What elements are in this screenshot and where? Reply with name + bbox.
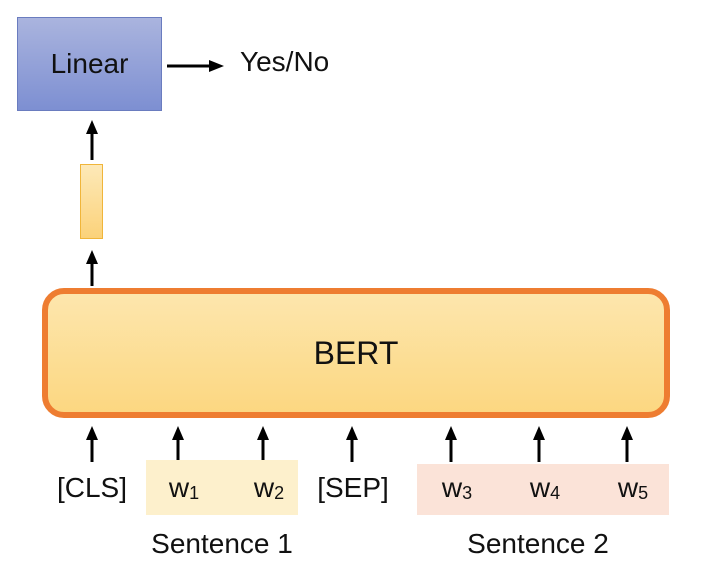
sentence-2-label: Sentence 2 [467,528,609,559]
token-sep: [SEP] [317,472,389,504]
token-cls: [CLS] [57,472,127,504]
token-cls-text: [CLS] [56,472,128,503]
token-w4: w4 [530,472,560,504]
arrow-w5-to-bert [621,426,633,462]
token-sep-text: [SEP] [317,472,389,503]
sentence-1-label: Sentence 1 [151,528,293,559]
token-w4-base: w [529,472,551,503]
arrow-w2-to-bert [257,426,269,462]
linear-label: Linear [50,48,129,79]
token-w1-sub: 1 [189,483,200,503]
arrow-w3-to-bert [445,426,457,462]
token-w2-base: w [253,472,275,503]
arrow-w4-to-bert [533,426,545,462]
token-w3: w3 [442,472,472,504]
token-w4-sub: 4 [550,483,561,503]
arrow-cls-to-bert [86,426,98,462]
token-w2-sub: 2 [274,483,285,503]
arrow-bert-to-vector [86,250,98,286]
arrow-linear-to-output [167,60,224,72]
arrow-w1-to-bert [172,426,184,462]
output-label: Yes/No [240,46,330,77]
sentence-2-highlight [417,464,669,515]
token-w5: w5 [618,472,648,504]
token-w1: w1 [169,472,199,504]
token-w3-base: w [441,472,463,503]
token-w2: w2 [254,472,284,504]
bert-label: BERT [313,334,399,371]
token-w5-sub: 5 [638,483,649,503]
arrow-vector-to-linear [86,120,98,160]
sentence-1-highlight [146,460,298,515]
arrow-sep-to-bert [346,426,358,462]
token-w5-base: w [617,472,639,503]
linear-layer-box: Linear [17,17,162,111]
token-w3-sub: 3 [462,483,473,503]
bert-encoder-box: BERT [42,288,670,418]
token-w1-base: w [168,472,190,503]
cls-output-vector [80,164,103,239]
